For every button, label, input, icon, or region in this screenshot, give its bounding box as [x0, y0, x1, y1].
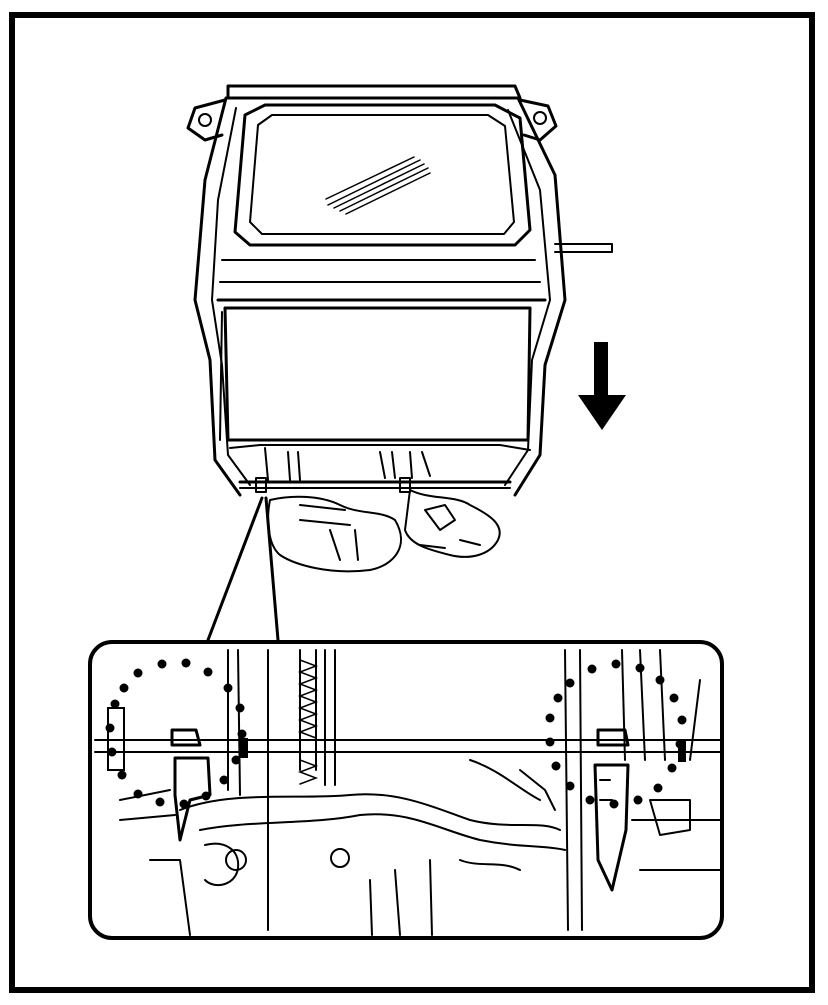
filter-window	[233, 103, 532, 247]
right-clip	[399, 477, 411, 493]
lower-cover	[223, 306, 532, 442]
glass-reflection-hatch	[325, 156, 431, 215]
left-clip-highlight-dots	[105, 658, 247, 809]
blower-housing-assembly	[186, 84, 613, 573]
left-clip	[255, 477, 267, 493]
right-mounting-tab	[518, 98, 558, 142]
left-mounting-tab	[186, 98, 227, 142]
callout-leader	[206, 496, 280, 642]
direction-arrow-down	[578, 342, 626, 430]
figure-border	[9, 12, 815, 993]
right-clip-highlight-dots	[545, 659, 687, 809]
detail-inset	[88, 640, 724, 940]
